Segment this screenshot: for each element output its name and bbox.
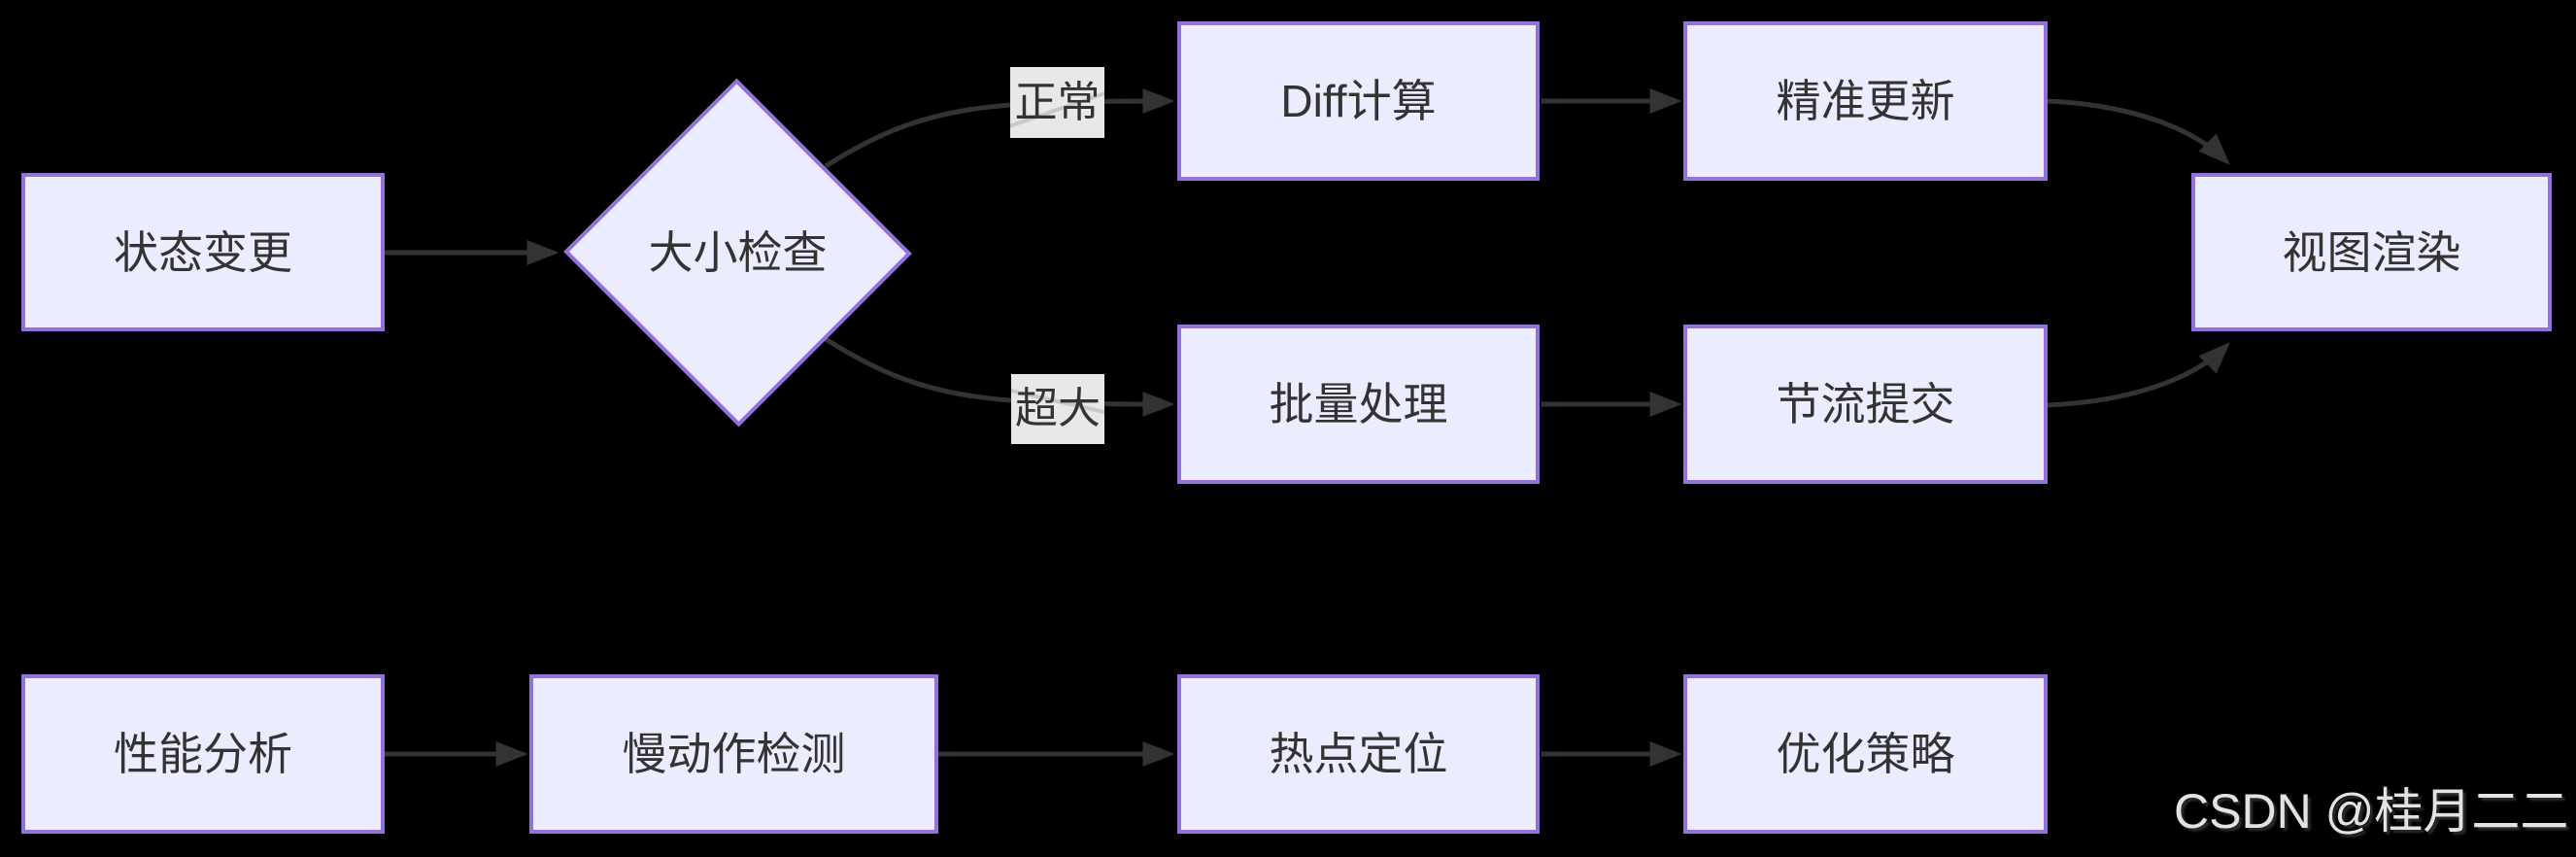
node-label: 性能分析: [114, 729, 292, 779]
node-label: 热点定位: [1269, 729, 1448, 779]
node-label: 批量处理: [1269, 379, 1448, 429]
edge-precise-update-to-view-render: [2047, 98, 2230, 165]
node-slow-action-detect: 慢动作检测: [529, 674, 938, 834]
node-batch-process: 批量处理: [1177, 325, 1540, 484]
edge-label-normal: 正常: [1010, 67, 1104, 138]
node-optimize-strategy: 优化策略: [1683, 674, 2048, 834]
edge-label-oversize: 超大: [1011, 374, 1104, 444]
node-precise-update: 精准更新: [1683, 21, 2048, 181]
node-label: 慢动作检测: [622, 729, 846, 779]
edge-label-text: 正常: [1014, 78, 1101, 126]
node-view-render: 视图渲染: [2191, 173, 2552, 331]
node-label: 视图渲染: [2282, 226, 2461, 278]
node-state-change: 状态变更: [21, 173, 385, 331]
node-perf-analysis: 性能分析: [21, 674, 385, 834]
edge-throttle-commit-to-view-render: [2047, 342, 2230, 408]
node-size-check: 大小检查: [562, 78, 913, 428]
csdn-watermark: CSDN @桂月二二: [2174, 784, 2569, 839]
node-label: Diff计算: [1280, 76, 1437, 126]
node-label: 状态变更: [114, 226, 292, 278]
node-diff-calc: Diff计算: [1177, 21, 1540, 181]
node-label: 大小检查: [648, 227, 828, 278]
node-throttle-commit: 节流提交: [1683, 325, 2048, 484]
node-label: 节流提交: [1776, 379, 1955, 429]
edge-label-text: 超大: [1015, 385, 1101, 432]
node-hotspot-locate: 热点定位: [1177, 674, 1540, 834]
node-label: 精准更新: [1776, 76, 1955, 126]
node-label: 优化策略: [1776, 729, 1955, 779]
